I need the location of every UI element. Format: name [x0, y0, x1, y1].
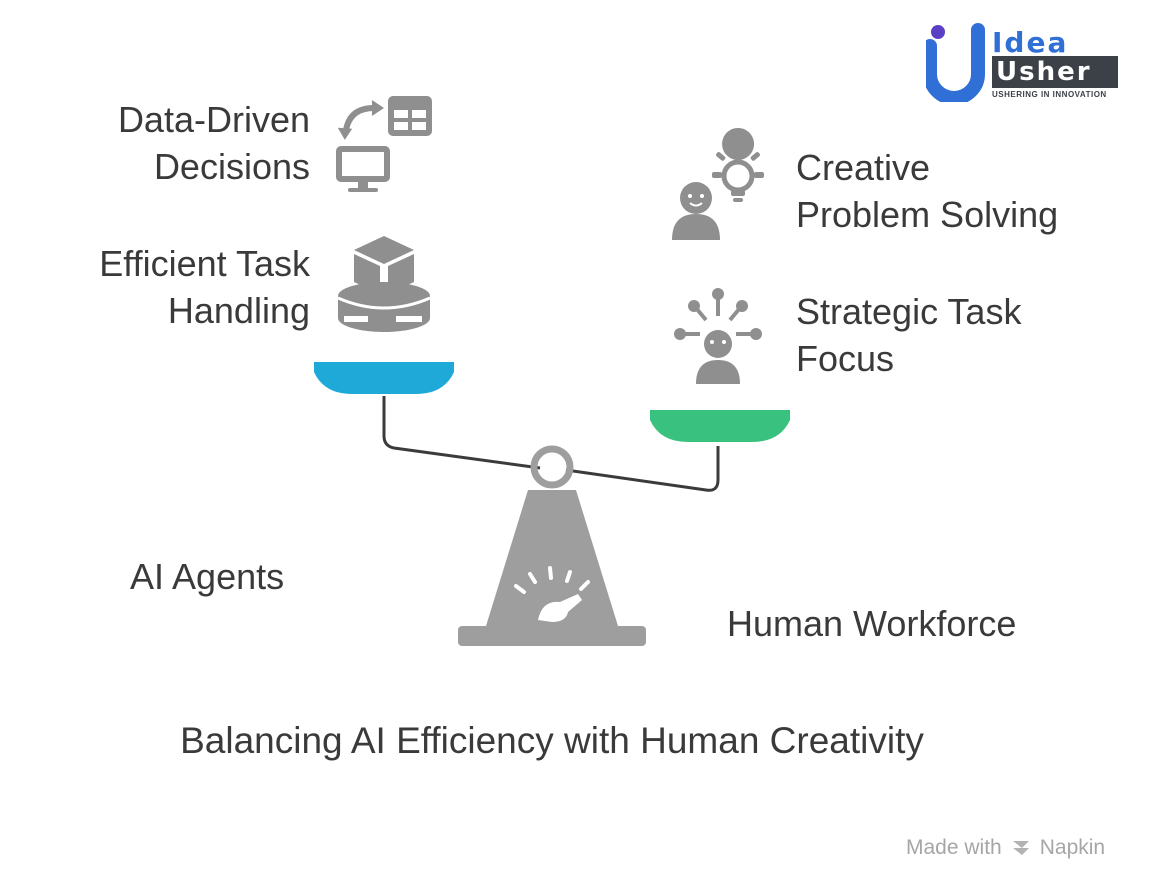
logo-tagline: USHERING IN INNOVATION	[992, 90, 1107, 99]
label-line: Creative	[796, 147, 931, 188]
label-human-workforce: Human Workforce	[727, 603, 1017, 644]
logo-u-mark-icon	[926, 23, 985, 102]
network-person-icon	[674, 288, 762, 384]
label-line: Efficient Task	[99, 243, 310, 284]
label-line: Focus	[796, 338, 895, 379]
credit-prefix: Made with	[906, 836, 1002, 859]
idea-usher-logo: Idea Usher USHERING IN INNOVATION	[926, 22, 1122, 102]
data-exchange-icon	[336, 96, 432, 192]
label-line: Problem Solving	[796, 194, 1059, 235]
label-ai-agents: AI Agents	[130, 556, 285, 597]
label-efficient-task-handling: Efficient Task Handling	[40, 240, 310, 334]
logo-word-top: Idea	[992, 26, 1069, 59]
credit-brand: Napkin	[1039, 836, 1106, 859]
idea-person-icon	[672, 128, 764, 240]
napkin-credit: Made with Napkin	[906, 836, 1105, 860]
napkin-logo-icon	[1012, 841, 1029, 855]
left-pan	[314, 362, 454, 394]
label-line: Handling	[167, 290, 310, 331]
label-line: Data-Driven	[117, 99, 310, 140]
label-line: Decisions	[153, 146, 310, 187]
logo-word-bottom: Usher	[992, 56, 1118, 88]
label-creative-problem-solving: Creative Problem Solving	[796, 144, 1058, 238]
label-line: Strategic Task	[796, 291, 1022, 332]
label-strategic-task-focus: Strategic Task Focus	[796, 288, 1021, 382]
diagram-caption: Balancing AI Efficiency with Human Creat…	[180, 720, 924, 761]
server-stack-icon	[337, 236, 431, 332]
right-pan	[650, 410, 790, 442]
balance-scale-icon	[314, 362, 790, 646]
label-data-driven-decisions: Data-Driven Decisions	[60, 96, 310, 190]
